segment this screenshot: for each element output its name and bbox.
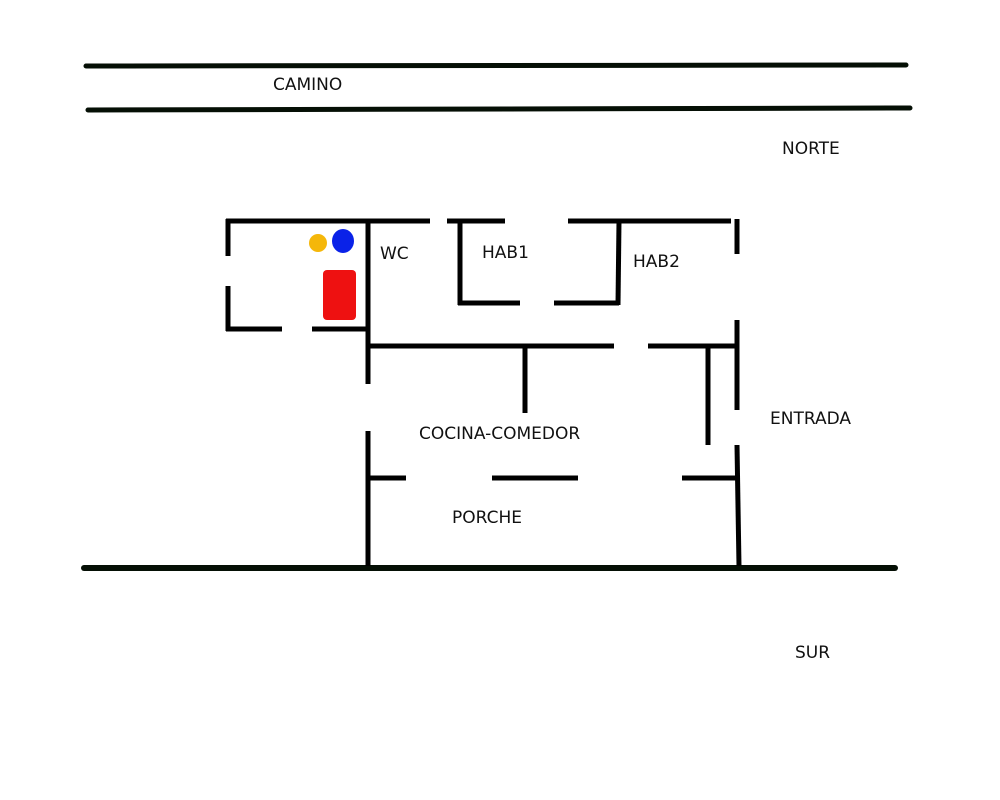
walls [225,218,742,567]
road-label: CAMINO [273,75,343,95]
south-label: SUR [795,643,831,663]
north-label: NORTE [782,139,840,159]
porch-label: PORCHE [452,508,522,528]
hab2-label: HAB2 [633,252,680,272]
entrance-label: ENTRADA [770,409,852,429]
fixture-red [323,270,356,320]
wc-label: WC [380,244,409,264]
road [83,62,913,113]
road-line-top [83,62,909,69]
road-line-bottom [85,105,913,113]
fixture-yellow [309,234,327,252]
bathroom-fixtures [309,229,356,320]
wall-right-low [734,444,742,567]
wall-hab1-right [615,220,622,306]
kitchen-label: COCINA-COMEDOR [419,424,581,444]
fixture-blue [332,229,354,253]
hab1-label: HAB1 [482,243,529,263]
